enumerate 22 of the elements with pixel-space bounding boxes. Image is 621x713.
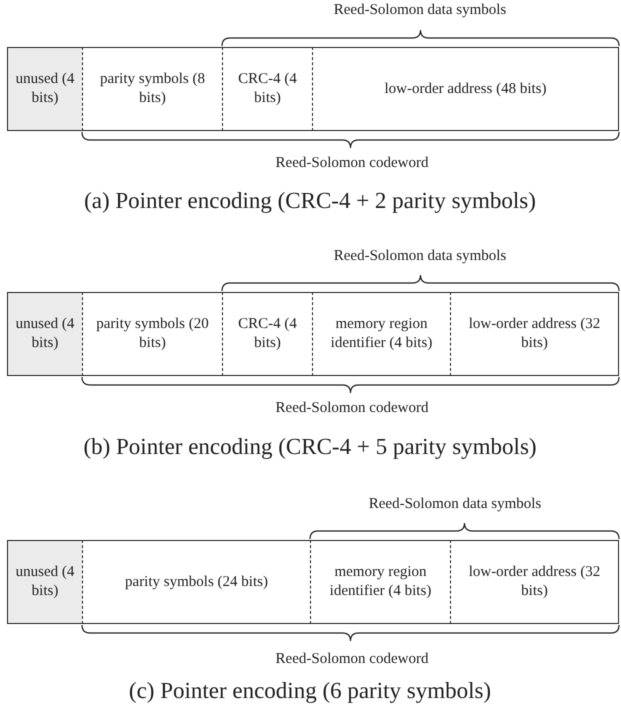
bit-field: memory region identifier (4 bits) <box>310 540 450 624</box>
figure-caption: (b) Pointer encoding (CRC-4 + 5 parity symbols) <box>83 434 537 460</box>
figure-caption: (c) Pointer encoding (6 parity symbols) <box>128 678 492 704</box>
brace-label: Reed-Solomon codeword <box>276 651 428 668</box>
brace-label: Reed-Solomon data symbols <box>334 248 506 265</box>
brace-label: Reed-Solomon codeword <box>276 155 428 172</box>
bit-field: CRC-4 (4 bits) <box>222 292 312 376</box>
bit-field: low-order address (48 bits) <box>312 47 619 131</box>
bit-field: low-order address (32 bits) <box>450 540 619 624</box>
bit-field: unused (4 bits) <box>7 292 82 376</box>
bit-field: parity symbols (24 bits) <box>82 540 310 624</box>
bit-field: low-order address (32 bits) <box>450 292 619 376</box>
brace-label: Reed-Solomon codeword <box>276 400 428 417</box>
bit-field: memory region identifier (4 bits) <box>312 292 450 376</box>
bit-field: CRC-4 (4 bits) <box>222 47 312 131</box>
bit-field: parity symbols (20 bits) <box>82 292 222 376</box>
figure-caption: (a) Pointer encoding (CRC-4 + 2 parity symbols) <box>84 188 536 214</box>
brace-label: Reed-Solomon data symbols <box>368 496 542 513</box>
bit-field: parity symbols (8 bits) <box>82 47 222 131</box>
bit-field: unused (4 bits) <box>7 47 82 131</box>
brace-label: Reed-Solomon data symbols <box>334 2 506 19</box>
bit-field: unused (4 bits) <box>7 540 82 624</box>
